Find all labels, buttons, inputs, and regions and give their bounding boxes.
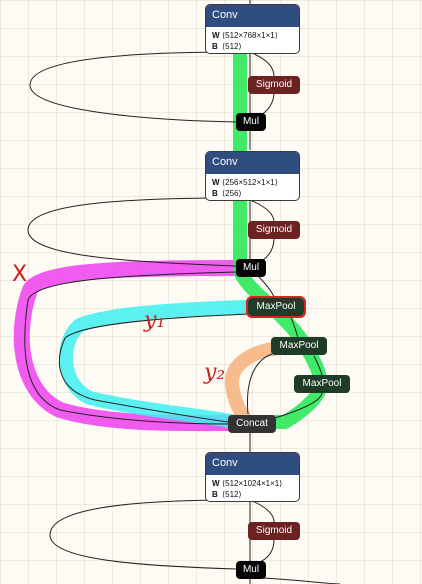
y2-annotation: y₂ <box>204 360 226 385</box>
bias-shape: ⟨512⟩ <box>222 42 242 51</box>
sigmoid-node-1[interactable]: Sigmoid <box>248 76 300 94</box>
weight-shape: ⟨256×512×1×1⟩ <box>222 178 278 187</box>
bias-shape: ⟨256⟩ <box>222 189 242 198</box>
highlight-orange-path <box>224 341 285 427</box>
bias-shape: ⟨512⟩ <box>222 490 242 499</box>
y1-annotation: y₁ <box>144 308 166 333</box>
weight-shape: ⟨512×768×1×1⟩ <box>222 31 278 40</box>
maxpool-node-3[interactable]: MaxPool <box>294 375 350 393</box>
x-mark-annotation: X <box>12 262 28 287</box>
highlight-cyan-path <box>59 299 282 429</box>
conv-node-1[interactable]: Conv W⟨512×768×1×1⟩ B ⟨512⟩ <box>205 4 300 54</box>
weight-label: W <box>212 178 220 187</box>
conv-title: Conv <box>206 152 299 174</box>
maxpool-node-2[interactable]: MaxPool <box>271 337 327 355</box>
highlight-magenta-path <box>13 260 253 432</box>
conv-title: Conv <box>206 453 299 475</box>
conv-node-2[interactable]: Conv W⟨256×512×1×1⟩ B ⟨256⟩ <box>205 151 300 201</box>
sigmoid-node-2[interactable]: Sigmoid <box>248 221 300 239</box>
maxpool-node-1[interactable]: MaxPool <box>246 296 306 318</box>
bias-label: B <box>212 189 218 198</box>
mul-node-2[interactable]: Mul <box>236 259 266 277</box>
bias-label: B <box>212 490 218 499</box>
bias-label: B <box>212 42 218 51</box>
conv-title: Conv <box>206 5 299 27</box>
mul-node-1[interactable]: Mul <box>236 113 266 131</box>
weight-shape: ⟨512×1024×1×1⟩ <box>222 479 283 488</box>
weight-label: W <box>212 31 220 40</box>
sigmoid-node-3[interactable]: Sigmoid <box>248 522 300 540</box>
conv-node-3[interactable]: Conv W⟨512×1024×1×1⟩ B ⟨512⟩ <box>205 452 300 502</box>
concat-node[interactable]: Concat <box>228 415 276 433</box>
weight-label: W <box>212 479 220 488</box>
mul-node-3[interactable]: Mul <box>236 561 266 579</box>
